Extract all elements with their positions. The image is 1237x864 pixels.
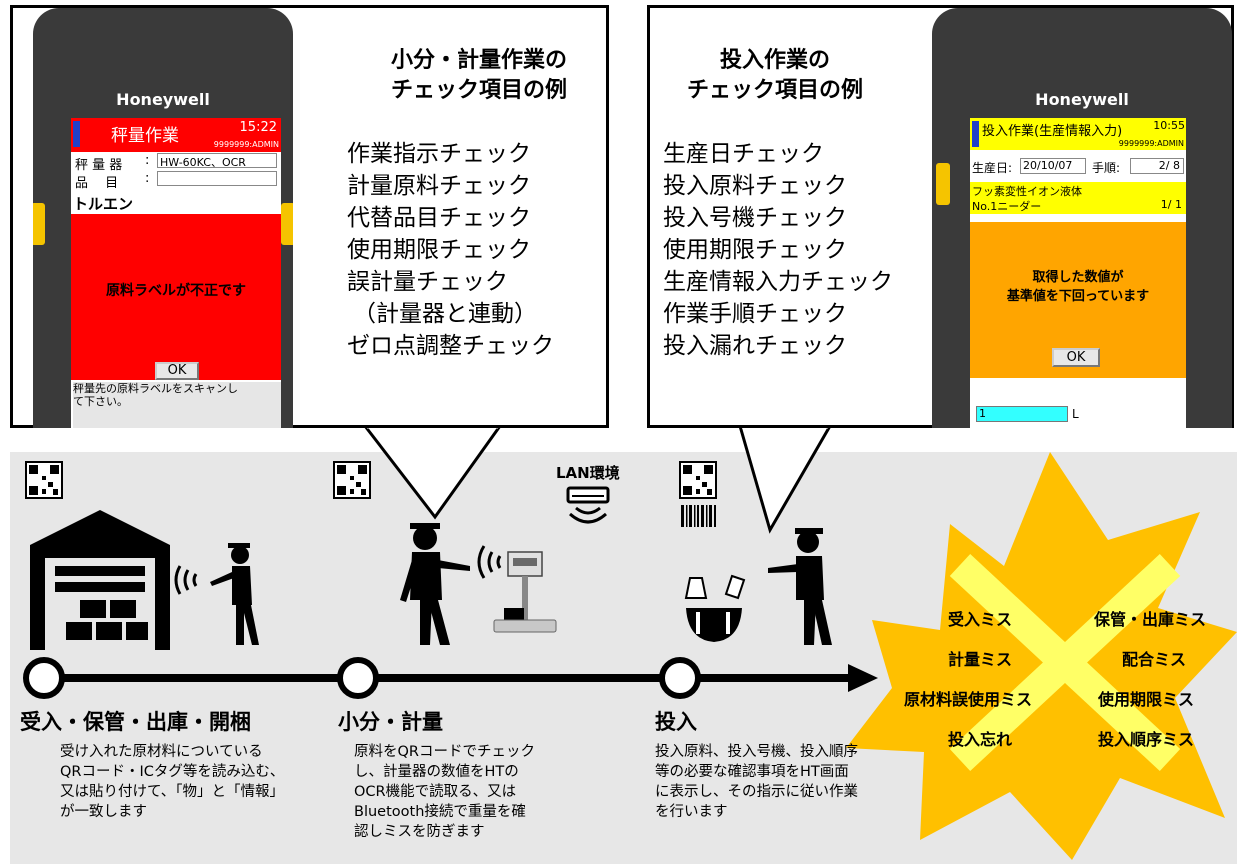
date-label: 生産日: (972, 161, 1013, 175)
check-item: 使用期限チェック (663, 237, 847, 263)
check-item: 投入原料チェック (663, 173, 847, 199)
instruction-line: て下さい。 (73, 395, 128, 408)
device-brand: Honeywell (116, 90, 210, 109)
quantity-input[interactable]: 1 (976, 406, 1068, 422)
check-item: 作業指示チェック (347, 141, 531, 167)
check-item: 生産日チェック (663, 141, 824, 167)
callout-title-line: チェック項目の例 (390, 78, 567, 103)
unit-label: L (1072, 407, 1079, 421)
check-item: 投入号機チェック (663, 205, 847, 231)
screen-header: 投入作業(生産情報入力) 10:55 9999999:ADMIN (970, 118, 1186, 150)
callout-title: 小分・計量作業の チェック項目の例 (349, 46, 609, 106)
check-item: 生産情報入力チェック (663, 269, 893, 295)
handheld-terminal-right: Honeywell 投入作業(生産情報入力) 10:55 9999999:ADM… (932, 8, 1232, 428)
device-side-button (33, 203, 45, 245)
error-label: 投入忘れ (948, 730, 1013, 749)
material-name: フッ素変性イオン液体 (972, 185, 1082, 198)
screen-title: 秤量作業 (111, 126, 179, 146)
machine-name: No.1ニーダー (972, 200, 1042, 213)
check-item: 計量原料チェック (347, 173, 531, 199)
check-item: 投入漏れチェック (663, 333, 847, 359)
step-label: 手順: (1092, 161, 1121, 175)
date-value: 20/10/07 (1020, 158, 1086, 174)
error-alert-panel: 原料ラベルが不正です (71, 214, 281, 380)
device-side-button (281, 203, 293, 245)
error-label: 原材料誤使用ミス (904, 690, 1033, 709)
check-item: 使用期限チェック (347, 237, 531, 263)
ok-button[interactable]: OK (1052, 348, 1100, 367)
date-row: 生産日: 20/10/07 手順: 2/ 8 (970, 158, 1186, 176)
error-label: 受入ミス (948, 610, 1013, 629)
screen-user: 9999999:ADMIN (213, 140, 279, 149)
instruction-line: 秤量先の原料ラベルをスキャンし (73, 382, 238, 395)
stage-desc-input: 投入原料、投入号機、投入順序 等の必要な確認事項をHT画面 に表示し、その指示に… (655, 744, 858, 820)
instruction-text: 秤量先の原料ラベルをスキャンし て下さい。 (73, 382, 281, 428)
item-field (157, 171, 277, 186)
stage-desc-receiving: 受け入れた原材料についている QRコード・ICタグ等を読み込む、 又は貼り付けて… (60, 744, 285, 820)
error-label: 投入順序ミス (1098, 730, 1195, 749)
callout-title: 投入作業の チェック項目の例 (660, 46, 890, 106)
signal-icon (972, 121, 979, 147)
error-label: 保管・出庫ミス (1094, 610, 1207, 629)
device-side-button (936, 163, 950, 205)
error-label: 配合ミス (1122, 650, 1187, 669)
scale-label: 秤 量 器 (75, 158, 123, 173)
step-value: 2/ 8 (1130, 158, 1184, 174)
check-item: 作業手順チェック (663, 301, 847, 327)
screen-time: 10:55 (1153, 119, 1185, 132)
alert-message: 原料ラベルが不正です (106, 283, 246, 299)
lan-label: LAN環境 (556, 464, 620, 482)
callout-title-line: 投入作業の (719, 48, 830, 73)
check-list: 作業指示チェック 計量原料チェック 代替品目チェック 使用期限チェック 誤計量チ… (347, 138, 554, 362)
check-item: 代替品目チェック (347, 205, 531, 231)
callout-title-line: チェック項目の例 (686, 78, 863, 103)
scale-value: HW-60KC、OCR (157, 153, 277, 169)
screen-time: 15:22 (239, 120, 277, 135)
warning-line: 取得した数値が (1032, 270, 1124, 285)
scale-row: 秤 量 器 : HW-60KC、OCR (71, 153, 281, 173)
handheld-terminal-left: Honeywell 秤量作業 15:22 9999999:ADMIN 秤 量 器… (33, 8, 293, 428)
item-label: 品 目 (75, 176, 119, 191)
screen-header: 秤量作業 15:22 9999999:ADMIN (71, 118, 281, 152)
stage-title-weighing: 小分・計量 (338, 710, 443, 734)
check-item: 誤計量チェック (347, 269, 508, 295)
device-screen: 秤量作業 15:22 9999999:ADMIN 秤 量 器 : HW-60KC… (71, 118, 281, 428)
item-row: 品 目 : (71, 171, 281, 191)
check-item: （計量器と連動） (353, 301, 537, 327)
input-check-callout: 投入作業の チェック項目の例 生産日チェック 投入原料チェック 投入号機チェック… (647, 5, 1234, 428)
screen-user: 9999999:ADMIN (1118, 139, 1184, 148)
check-list: 生産日チェック 投入原料チェック 投入号機チェック 使用期限チェック 生産情報入… (663, 138, 893, 362)
ok-button[interactable]: OK (155, 362, 199, 380)
machine-count: 1/ 1 (1160, 198, 1182, 211)
signal-icon (73, 121, 80, 147)
stage-title-receiving: 受入・保管・出庫・開梱 (20, 710, 251, 734)
material-panel: フッ素変性イオン液体 No.1ニーダー 1/ 1 (970, 182, 1186, 214)
weighing-check-callout: Honeywell 秤量作業 15:22 9999999:ADMIN 秤 量 器… (10, 5, 609, 428)
screen-title: 投入作業(生産情報入力) (982, 124, 1123, 139)
callout-title-line: 小分・計量作業の (390, 48, 567, 73)
device-brand: Honeywell (1035, 90, 1129, 109)
error-label: 使用期限ミス (1098, 690, 1195, 709)
warning-line: 基準値を下回っています (1006, 289, 1150, 304)
stage-title-input: 投入 (655, 710, 697, 734)
stage-desc-weighing: 原料をQRコードでチェック し、計量器の数値をHTの OCR機能で読取る、又は … (354, 744, 535, 840)
check-item: ゼロ点調整チェック (347, 333, 554, 359)
error-label: 計量ミス (948, 650, 1013, 669)
device-screen: 投入作業(生産情報入力) 10:55 9999999:ADMIN 生産日: 20… (970, 118, 1186, 428)
item-name: トルエン (73, 195, 134, 213)
